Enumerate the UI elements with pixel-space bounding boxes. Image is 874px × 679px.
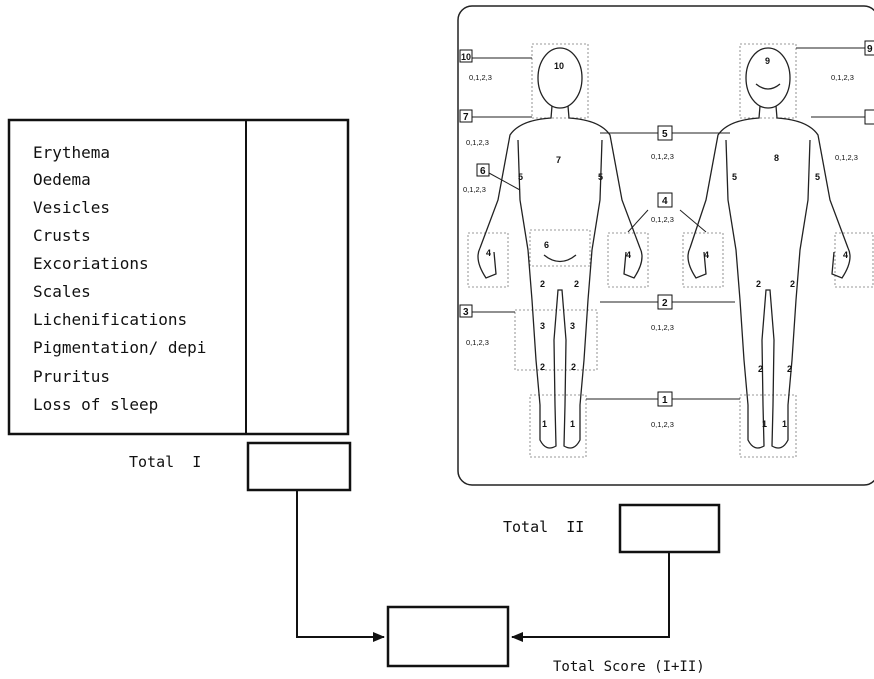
region-number: 5 [815,172,820,182]
region-number: 2 [540,279,545,289]
symptom-item: Loss of sleep [33,395,158,414]
symptom-item: Pruritus [33,367,110,386]
region-number: 3 [570,321,575,331]
total-score-box[interactable] [388,607,508,666]
box-label: 5 [662,129,668,140]
score-options: 0,1,2,3 [651,420,674,429]
region-number: 1 [570,419,575,429]
box-label: 1 [662,395,668,406]
region-number: 2 [574,279,579,289]
region-number: 3 [540,321,545,331]
score-options: 0,1,2,3 [651,323,674,332]
score-options: 0,1,2,3 [463,185,486,194]
box-label: 3 [463,307,469,318]
region-number: 2 [787,364,792,374]
region-number: 1 [542,419,547,429]
box-label: 2 [662,298,668,309]
body-chart-frame [458,6,874,485]
connector-total-2 [512,552,669,637]
symptom-item: Erythema [33,143,110,162]
symptom-item: Crusts [33,226,91,245]
region-number: 2 [571,362,576,372]
region-number: 2 [756,279,761,289]
score-options: 0,1,2,3 [466,338,489,347]
region-number: 9 [765,56,770,66]
score-options: 0,1,2,3 [469,73,492,82]
region-number: 2 [790,279,795,289]
box-label: 7 [463,112,469,123]
region-number: 1 [762,419,767,429]
box-label: 9 [867,44,873,55]
region-number: 4 [704,250,709,260]
total-2-label: Total II [503,518,584,536]
box-label: 10 [461,52,471,62]
region-number: 4 [626,250,631,260]
score-options: 0,1,2,3 [831,73,854,82]
region-number: 5 [598,172,603,182]
symptom-item: Vesicles [33,198,110,217]
region-number: 4 [843,250,848,260]
region-number: 2 [540,362,545,372]
connector-total-1 [297,490,384,637]
region-number: 7 [556,155,561,165]
symptom-item: Scales [33,282,91,301]
region-number: 4 [486,248,491,258]
symptom-item: Pigmentation/ depi [33,338,206,357]
score-options: 0,1,2,3 [466,138,489,147]
total-1-label: Total I [129,453,201,471]
symptom-item: Excoriations [33,254,149,273]
box-label: 4 [662,196,668,207]
symptom-item: Oedema [33,170,91,189]
region-number: 6 [544,240,549,250]
score-options: 0,1,2,3 [651,215,674,224]
total-2-box[interactable] [620,505,719,552]
body-chart: 10 7 6 3 5 4 2 1 9 0,1,2,3 0,1,2,3 0,1,2… [458,6,874,485]
region-number: 1 [782,419,787,429]
symptom-item: Lichenifications [33,310,187,329]
symptom-table: Erythema Oedema Vesicles Crusts Excoriat… [9,120,348,434]
score-options: 0,1,2,3 [835,153,858,162]
region-number: 5 [732,172,737,182]
score-options: 0,1,2,3 [651,152,674,161]
region-number: 2 [758,364,763,374]
region-number: 5 [518,172,523,182]
total-1-box[interactable] [248,443,350,490]
region-number: 8 [774,153,779,163]
region-number: 10 [554,61,564,71]
total-score-label: Total Score (I+II) [553,659,705,675]
box-label: 6 [480,166,486,177]
